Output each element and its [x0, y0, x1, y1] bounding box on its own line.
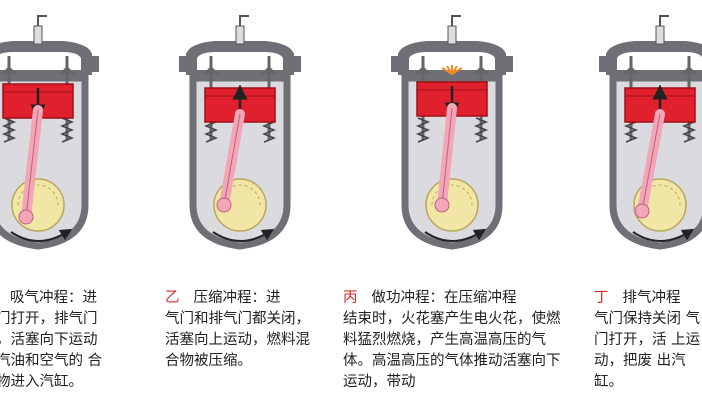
combustion-chamber	[197, 52, 283, 70]
caption-intake-stroke: 吸气冲程：进 门打开，排气门 ，活塞向下运动 汽油和空气的 合物进入汽缸。	[0, 288, 110, 393]
spark-plug	[33, 25, 43, 45]
connecting-rod-edge	[641, 113, 661, 212]
exhaust-valve-head	[681, 66, 697, 74]
exhaust-valve-spring	[473, 117, 489, 143]
caption-body: 门打开，排气门 ，活塞向下运动 汽油和空气的 合物进入汽缸。	[0, 311, 103, 390]
intake-valve-head	[623, 66, 639, 74]
rotation-arrow	[212, 228, 275, 242]
exhaust-valve-head	[59, 66, 75, 74]
crank-pin	[634, 203, 650, 219]
engine-compression	[179, 15, 301, 250]
caption-label: 丁	[594, 290, 609, 306]
caption-body: 结束时，火花塞产生电火花，使燃料猛烈燃烧，产生高温高压的气体。高温高压的气体推动…	[343, 311, 561, 390]
engine-intake	[0, 15, 99, 250]
crank-disc	[425, 178, 479, 232]
intake-valve-head	[415, 66, 431, 74]
caption-title: 做功冲程：在压缩冲程	[371, 290, 517, 306]
exhaust-valve-head	[473, 66, 489, 74]
spark-ray	[451, 67, 463, 75]
spark-plug	[447, 25, 457, 45]
caption-title: 压缩冲程：进	[193, 290, 281, 306]
engine-stroke-diagrams	[0, 15, 702, 250]
caption-exhaust-stroke: 丁排气冲程 气门保持关闭 气门打开，活 上运动，把废 出汽缸。	[594, 288, 702, 393]
crank-pin	[434, 197, 450, 213]
exhaust-valve-spring	[59, 117, 75, 143]
spark-plug-lead	[239, 15, 249, 26]
intake-valve-head	[203, 66, 219, 74]
engine-exhaust	[599, 15, 702, 250]
rotation-arrow	[10, 228, 73, 242]
crank-arc	[431, 184, 473, 206]
intake-port	[179, 56, 191, 72]
combustion-chamber	[409, 52, 495, 70]
combustion-chamber	[617, 52, 702, 70]
caption-body: 气门和排气门都关闭，活塞向上运动，燃料混合物被压缩。	[165, 311, 310, 369]
connecting-rod-edge	[441, 107, 453, 206]
connecting-rod-edge	[25, 109, 39, 218]
caption-title: 吸气冲程：进	[10, 290, 97, 306]
exhaust-valve-head	[261, 66, 277, 74]
engine-power	[391, 15, 513, 250]
intake-valve-spring	[1, 117, 17, 143]
spark-plug-lead	[659, 15, 669, 26]
exhaust-port	[501, 56, 513, 72]
crank-pin	[18, 209, 34, 225]
spark-plug-lead	[451, 15, 461, 26]
spark-plug-lead	[37, 15, 47, 26]
connecting-rod-edge	[223, 113, 241, 206]
rotation-arrow	[424, 228, 487, 242]
caption-power-stroke: 丙做功冲程：在压缩冲程 结束时，火花塞产生电火花，使燃料猛烈燃烧，产生高温高压的…	[343, 288, 565, 393]
crank-arc	[17, 184, 59, 206]
combustion-chamber	[0, 52, 81, 70]
spark-plug	[655, 25, 665, 45]
intake-valve-head	[1, 66, 17, 74]
exhaust-port	[289, 56, 301, 72]
caption-label: 丙	[343, 290, 358, 306]
caption-title: 排气冲程	[622, 290, 681, 306]
intake-port	[599, 56, 611, 72]
crank-disc	[11, 178, 65, 232]
intake-port	[391, 56, 403, 72]
caption-compression-stroke: 乙压缩冲程：进 气门和排气门都关闭，活塞向上运动，燃料混合物被压缩。	[165, 288, 317, 372]
rotation-arrow	[632, 228, 695, 242]
exhaust-port	[87, 56, 99, 72]
crank-pin	[216, 197, 232, 213]
intake-valve-spring	[415, 117, 431, 143]
spark-plug	[235, 25, 245, 45]
caption-label: 乙	[165, 290, 180, 306]
caption-body: 气门保持关闭 气门打开，活 上运动，把废 出汽缸。	[594, 311, 701, 390]
